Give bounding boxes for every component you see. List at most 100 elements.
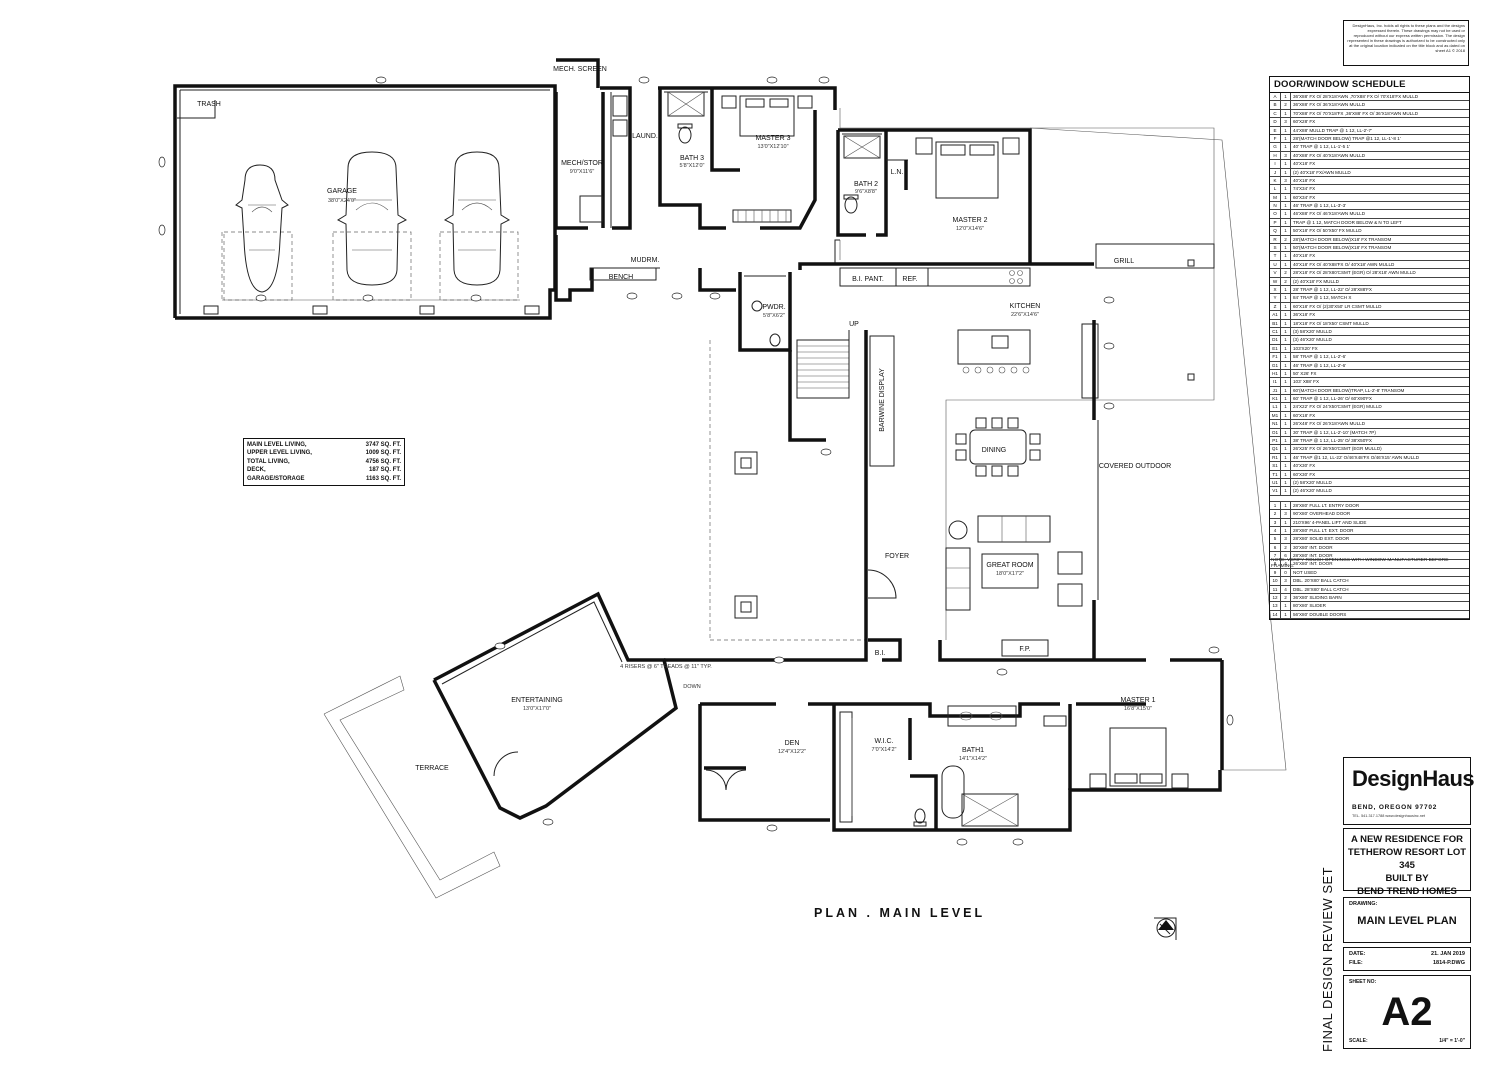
schedule-desc: 28'X18' FX O/ 28'X80'CSMT (EGR) O/ 28'X1… [1293,270,1416,276]
room-dim-master2: 12'0"X14'6" [956,226,984,232]
project-line: BEND TREND HOMES [1357,886,1457,897]
schedule-mark: E1 [1270,344,1281,353]
bed-icon [915,137,1020,199]
schedule-mark: B1 [1270,319,1281,327]
schedule-mark: O [1270,210,1281,218]
schedule-mark: M [1270,193,1281,202]
schedule-qty: 1 [1281,518,1291,526]
schedule-qty: 1 [1281,602,1291,610]
schedule-mark: 10 [1270,577,1281,585]
schedule-qty: 1 [1281,395,1291,403]
toilet-icon [677,123,693,144]
schedule-qty: 1 [1281,487,1291,495]
schedule-qty: 1 [1281,420,1291,428]
scale-value: 1/4" = 1'-0" [1439,1038,1465,1044]
sofa-icon [945,515,1083,611]
schedule-desc: 60'X34' FX [1293,194,1316,200]
schedule-mark: G1 [1270,361,1281,369]
stair-treads-note: 4 RISERS @ 6" TREADS @ 11" TYP. [620,664,712,670]
schedule-desc: 40'X18' FX [1293,177,1316,183]
schedule-qty: 4 [1281,560,1291,568]
schedule-qty: 2 [1281,277,1291,285]
schedule-desc: (3) 58'X20' MULLD [1293,328,1332,334]
project-line: TETHEROW RESORT LOT 345 [1347,847,1467,871]
schedule-mark: P [1270,218,1281,227]
schedule-desc: 26'X25' FX O/ 26'X50'CSMT (EGR MULLD) [1293,446,1382,452]
room-label-trash: TRASH [197,101,221,108]
schedule-qty: 1 [1281,202,1291,210]
schedule-desc: 70'X88' FX O/ 70'X18'FX ,36'X88' FX O/ 3… [1293,110,1419,116]
schedule-qty: 1 [1281,445,1291,453]
room-label-dining: DINING [982,447,1007,454]
schedule-desc: 60'X30' FX [1293,471,1316,477]
schedule-desc: 36'X88' FX O/ 36'X18'AWN MULLD [1293,102,1366,108]
schedule-mark: C1 [1270,327,1281,336]
schedule-desc: 46' TRAP @ 1 12, LL-3'-3' [1293,203,1347,209]
schedule-qty: 1 [1281,319,1291,327]
schedule-qty: 1 [1281,160,1291,168]
schedule-mark: F1 [1270,353,1281,361]
schedule-desc: 50'X18' FX O/ 50'X50' FX MULLD [1293,228,1362,234]
deck-outline [839,108,1287,771]
schedule-mark: R [1270,235,1281,244]
schedule-desc: 40'X18' FX O/ 40'X88'FX O/ 40'X18' AWN M… [1293,261,1395,267]
sheet-label: SHEET NO: [1349,979,1377,985]
room-dim-bath1: 14'1"X14'2" [959,756,987,762]
schedule-qty: 1 [1281,501,1291,510]
schedule-title: DOOR/WINDOW SCHEDULE [1270,77,1469,93]
schedule-desc: (2) 40'X18' FX/AWN MULLD [1293,169,1351,175]
schedule-qty: 1 [1281,403,1291,411]
schedule-desc: 40' TRAP @ 1 12, LL-1'-5 1' [1293,144,1350,150]
schedule-qty: 3 [1281,577,1291,585]
room-label-master3: MASTER 3 [755,135,790,142]
room-label-mech-stor: MECH/STOR [561,160,603,167]
schedule-mark: D [1270,118,1281,126]
schedule-qty: 1 [1281,610,1291,619]
logo-box: DesignHaus BEND, OREGON 97702 TEL. 541.3… [1343,757,1475,825]
room-label-laund: LAUND. [632,133,658,140]
room-label-mech-screen: MECH. SCREEN [553,66,607,73]
schedule-desc: 60'X18' FX O/ (2)30'X50' LR CSMT MULLD [1293,303,1382,309]
schedule-qty: 1 [1281,378,1291,386]
schedule-desc: 18'X18' FX O/ 18'X50' CSMT MULLD [1293,320,1369,326]
schedule-desc: 28'(MATCH DOOR BELOW) TRAP @1 12, LL-1'-… [1293,135,1401,141]
room-dim-pwdr: 5'8"X6'2" [763,313,785,319]
master2-walls [834,128,1032,266]
schedule-mark: 4 [1270,526,1281,535]
schedule-mark: U [1270,260,1281,269]
schedule-desc: 40'X18' FX [1293,253,1316,259]
schedule-divider [1270,496,1469,502]
schedule-mark: K1 [1270,395,1281,403]
room-dim-great-room: 18'0"X17'2" [996,571,1024,577]
schedule-mark: 14 [1270,610,1281,619]
schedule-desc: 50'(MATCH DOOR BELOW)X18' FX TRANSOM [1293,245,1392,251]
schedule-desc: 30' TRAP @ 1 12, LL-2'-10' (MATCH 7P) [1293,429,1376,435]
area-row: MAIN LEVEL LIVING,3747 SQ. FT. [247,441,401,449]
copyright-notice: DesignHaus, Inc. holds all rights to the… [1343,20,1469,66]
schedule-desc: 26'X80' INT. DOOR [1293,561,1333,567]
schedule-desc: 44'X88' MULLD TRAP @ 1 12, LL-2'-7' [1293,127,1372,133]
room-label-up: UP [849,321,859,328]
review-stamp: FINAL DESIGN REVIEW SET [1320,866,1335,1052]
drawing-name: MAIN LEVEL PLAN [1357,915,1457,927]
room-label-bath2: BATH 2 [854,181,878,188]
schedule-desc: (3) 46'X20' MULLD [1293,337,1332,343]
schedule-qty: 2 [1281,101,1291,109]
room-label-foyer: FOYER [885,553,909,560]
schedule-mark: U1 [1270,478,1281,487]
